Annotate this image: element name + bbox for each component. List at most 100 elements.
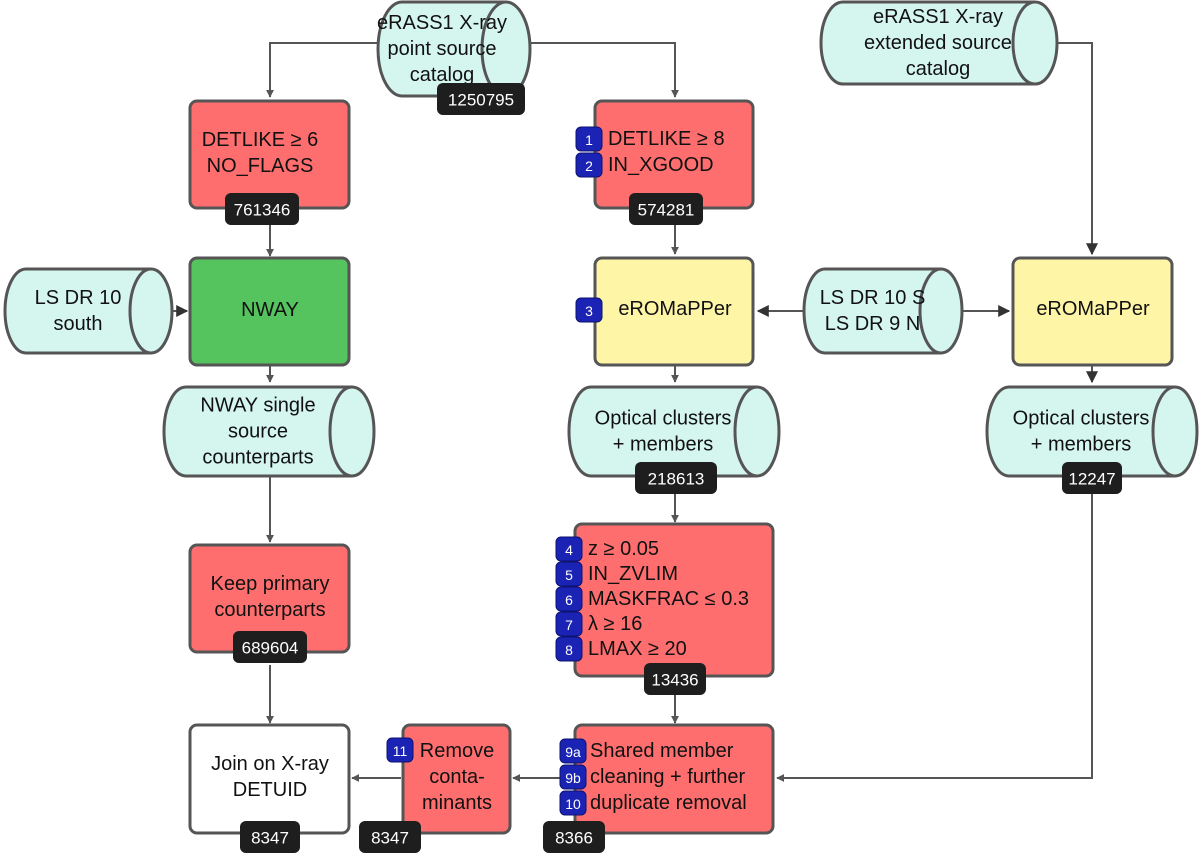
filter-mid-count: 574281 — [629, 193, 703, 225]
cuts-step-badge-6-label: 6 — [565, 592, 573, 608]
shared-member-count-value: 8366 — [555, 829, 593, 848]
filter-left-line-2: NO_FLAGS — [207, 155, 314, 177]
point-catalog-line-3: catalog — [410, 64, 475, 86]
shared-member-step-badge-10-label: 10 — [565, 796, 581, 812]
cuts-step-badge-7-label: 7 — [565, 617, 573, 633]
cuts-step-5: IN_ZVLIM — [588, 563, 678, 585]
cuts-step-badge-8-bg — [555, 636, 583, 662]
ls-south: LS DR 10 south — [3, 267, 174, 355]
cuts-step-badge-5: 5 — [555, 561, 583, 587]
filter-mid-step-2: IN_XGOOD — [608, 154, 714, 176]
cuts-step-badge-4-label: 4 — [565, 542, 573, 558]
clusters-mid: Optical clusters+ members — [567, 385, 781, 478]
filter-left-count-bg — [225, 193, 299, 225]
filter-mid-step-1: DETLIKE ≥ 8 — [608, 128, 725, 150]
shared-member-step-9b: cleaning + further — [590, 766, 745, 788]
cuts-step-badge-5-label: 5 — [565, 567, 573, 583]
filter-left-count: 761346 — [225, 193, 299, 225]
remove-contaminants-count-bg — [359, 821, 421, 853]
remove-contaminants-step-badge: 11 — [386, 737, 414, 763]
cuts-count-value: 13436 — [651, 671, 698, 690]
point-catalog-line-1: eRASS1 X-ray — [377, 12, 507, 34]
remove-contaminants-shape — [401, 723, 512, 835]
remove-contaminants-step-badge-label: 11 — [393, 743, 408, 759]
join-count-bg — [240, 821, 300, 853]
clusters-right: Optical clusters + members — [985, 385, 1199, 478]
ls-south-body — [3, 267, 174, 355]
edge-extended-catalog-to-eromapper-right — [1057, 42, 1098, 256]
filter-left-count-value: 761346 — [234, 201, 291, 220]
ls-south-line-1: LS DR 10 — [35, 287, 122, 309]
eromapper-mid-line-1: eROMaPPer — [618, 298, 732, 320]
clusters-right-line-2: + members — [1031, 434, 1132, 456]
join-count: 8347 — [240, 821, 300, 853]
clusters-mid-count-bg — [635, 462, 717, 494]
cuts-step-badge-6: 6 — [555, 586, 583, 612]
ls-south-line-2: south — [54, 313, 103, 335]
extended-catalog-line-2: extended source — [864, 32, 1012, 54]
point-catalog-count-bg — [437, 83, 525, 115]
cuts-step-4: z ≥ 0.05 — [588, 538, 659, 560]
cuts-step-8: LMAX ≥ 20 — [588, 638, 687, 660]
ls-south-rim — [128, 267, 152, 355]
shared-member-step-badge-9b: 9b — [559, 764, 587, 790]
clusters-mid-rim — [733, 385, 758, 478]
clusters-right-rim — [1151, 385, 1176, 478]
filter-mid-step-badge-1-label: 1 — [585, 132, 593, 148]
cuts-step-badge-4: 4 — [555, 536, 583, 562]
eromapper-mid: eROMaPPer — [593, 256, 755, 367]
join-count-value: 8347 — [251, 829, 289, 848]
shared-member-step-badge-9a: 9a — [559, 738, 587, 764]
shared-member-step-badge-9b-label: 9b — [565, 770, 581, 786]
join-line-2: DETUID — [233, 779, 307, 801]
ls-both-body — [802, 267, 964, 355]
remove-contaminants-count: 8347 — [359, 821, 421, 853]
cuts-step-6: MASKFRAC ≤ 0.3 — [588, 588, 749, 610]
cuts-step-badge-5-bg — [555, 561, 583, 587]
eromapper-mid-step-badge: 3 — [575, 297, 603, 323]
edge-point-catalog-to-filter-left — [266, 42, 378, 98]
filter-mid-step-badge-1: 1 — [575, 126, 603, 152]
filter-mid: DETLIKE ≥ 8 IN_XGOOD — [593, 99, 755, 210]
remove-contaminants-line-3: minants — [422, 792, 492, 814]
clusters-right-count: 12247 — [1062, 462, 1122, 494]
cuts-step-badge-4-bg — [555, 536, 583, 562]
shared-member-step-badge-9a-bg — [559, 738, 587, 764]
filter-left: DETLIKE ≥ 6NO_FLAGS — [188, 99, 351, 210]
remove-contaminants-line-1: Remove — [420, 740, 494, 762]
nway-output-line-2: source — [228, 421, 288, 443]
nway-output-rim — [328, 385, 353, 478]
cuts-count: 13436 — [644, 663, 706, 695]
shared-member-count-bg — [543, 821, 605, 853]
point-catalog: eRASS1 X-ray point source catalog — [376, 0, 532, 98]
ls-both-rim — [918, 267, 942, 355]
filter-mid-step-badge-1-bg — [575, 126, 603, 152]
nway-line-1: NWAY — [241, 299, 299, 321]
cuts-step-7: λ ≥ 16 — [588, 613, 642, 635]
eromapper-mid-step-badge-label: 3 — [585, 303, 593, 319]
nway-shape — [188, 256, 351, 367]
eromapper-right: eROMaPPer — [1011, 256, 1174, 367]
clusters-right-line-1: Optical clusters — [1013, 408, 1150, 430]
clusters-mid-line-1: Optical clusters — [595, 408, 732, 430]
clusters-mid-count-value: 218613 — [648, 470, 705, 489]
cuts-count-bg — [644, 663, 706, 695]
ls-both-line-1: LS DR 10 S — [820, 287, 926, 309]
ls-both: LS DR 10 SLS DR 9 N — [802, 267, 964, 355]
nway-output-line-3: counterparts — [202, 447, 313, 469]
point-catalog-line-2: point source — [388, 38, 497, 60]
nway: NWAY — [188, 256, 351, 367]
shared-member-count: 8366 — [543, 821, 605, 853]
point-catalog-count-value: 1250795 — [448, 91, 514, 110]
keep-primary-count: 689604 — [233, 631, 307, 663]
remove-contaminants-count-value: 8347 — [371, 829, 409, 848]
keep-primary-count-bg — [233, 631, 307, 663]
extended-catalog-line-1: eRASS1 X-ray — [873, 6, 1003, 28]
